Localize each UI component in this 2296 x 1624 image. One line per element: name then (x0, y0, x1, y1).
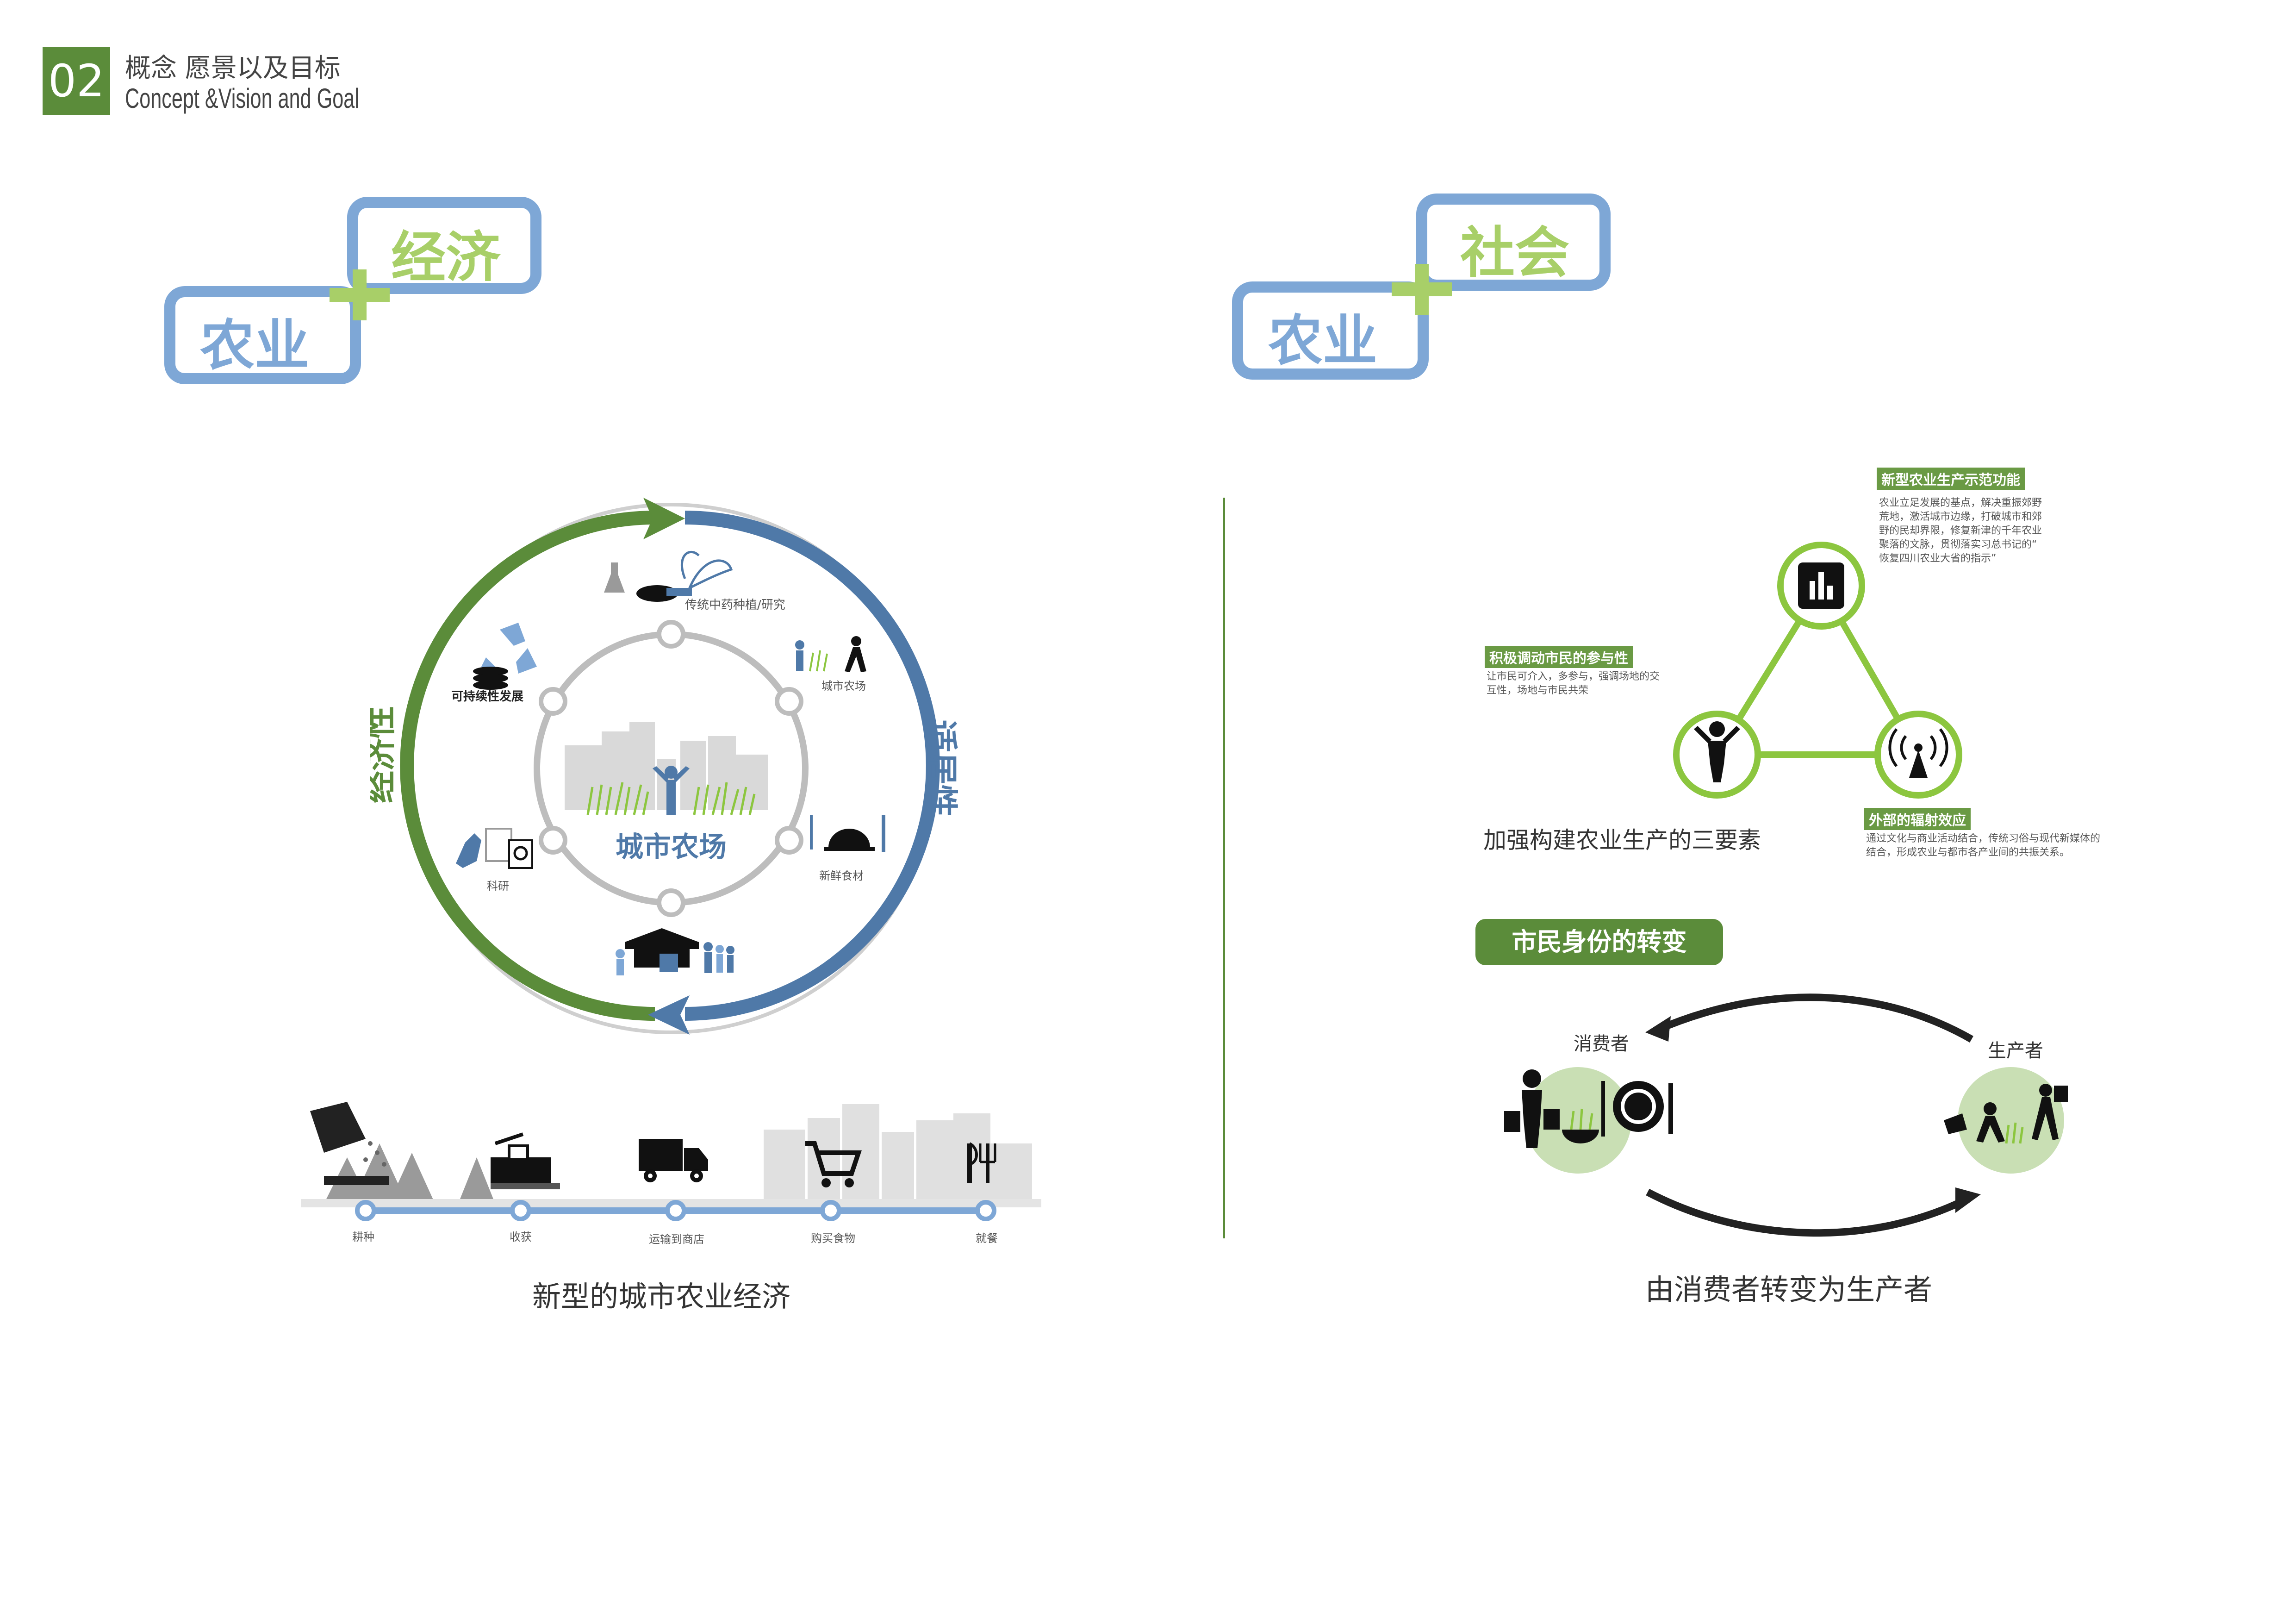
timeline-label: 耕种 (352, 1230, 374, 1243)
farmer-icon (653, 766, 690, 815)
green-arc (400, 511, 655, 1021)
timeline-label: 购买食物 (811, 1232, 855, 1245)
ring-node (657, 888, 685, 917)
urban-farm-worker-icon (795, 636, 866, 672)
consumer-producer-diagram: 消费者 生产者 (1504, 993, 2068, 1237)
tree-icon (324, 1143, 495, 1204)
panel-divider (1223, 498, 1225, 1238)
herb-research-icon (604, 550, 733, 602)
urban-farm-cycle-diagram: 传统中药种植/研究 城市农场 新鲜食材 可持续性发展 科研 城市农场 经济性 适… (370, 498, 960, 1035)
left-arc-label: 经济性 (370, 706, 399, 803)
center-label: 城市农场 (616, 831, 727, 863)
desc-line: 通过文化与商业活动结合，传统习俗与现代新媒体的 (1866, 833, 2101, 844)
agriculture-box-right (1232, 281, 1429, 380)
signal-icon (1888, 728, 1948, 778)
plus-horizontal-right (1392, 282, 1452, 296)
harvester-icon (491, 1132, 560, 1189)
blue-arc (684, 511, 940, 1021)
timeline-node (820, 1200, 841, 1221)
ring-node (657, 620, 685, 649)
shopper-icon (1504, 1069, 1560, 1148)
producer-label: 生产者 (1988, 1040, 2043, 1062)
timeline-node (355, 1200, 376, 1221)
ring-node (539, 826, 567, 855)
desc-line: 荒地，激活城市边缘，打破城市和郊 (1879, 511, 2042, 523)
blue-arrowhead (648, 995, 690, 1035)
sowing-icon (310, 1102, 389, 1185)
arrow-to-producer (1646, 1188, 1969, 1237)
producer-circle (1958, 1067, 2064, 1174)
meal-icon (1562, 1081, 1673, 1143)
desc-line: 农业立足发展的基点，解决重振郊野 (1879, 497, 2042, 509)
left-element-title: 积极调动市民的参与性 (1485, 646, 1633, 668)
left-element-desc: 让市民可介入，多参与，强调场地的交 互性，场地与市民共荣 (1487, 670, 1699, 698)
three-elements-triangle (1673, 542, 1962, 799)
cart-icon (805, 1141, 862, 1187)
right-arc-label: 适居性 (922, 720, 960, 817)
triangle-caption: 加强构建农业生产的三要素 (1483, 827, 1761, 854)
timeline-node (665, 1200, 686, 1221)
arrow-to-consumer (1655, 993, 1973, 1043)
economy-label: 经济 (391, 225, 501, 289)
agriculture-label-right: 农业 (1268, 309, 1378, 373)
cutlery-icon (967, 1142, 996, 1183)
node-label-fresh-food: 新鲜食材 (819, 869, 864, 882)
bar-chart-icon (1798, 562, 1844, 609)
right-element-title: 外部的辐射效应 (1864, 808, 1971, 830)
agriculture-label: 农业 (200, 313, 310, 377)
timeline-label: 运输到商店 (649, 1233, 704, 1246)
arrowhead-producer (1955, 1187, 1981, 1213)
timeline-node (510, 1200, 531, 1221)
timeline-skyline (764, 1104, 1032, 1204)
desc-line: 野的民却界限，修复新津的千年农业 (1879, 525, 2042, 537)
ring-node (539, 687, 567, 716)
left-caption: 新型的城市农业经济 (532, 1280, 791, 1313)
desc-line: 让市民可介入，多参与，强调场地的交 (1487, 671, 1660, 682)
research-icon (456, 828, 533, 869)
ring-node (775, 687, 803, 716)
arrowhead-consumer (1645, 1016, 1671, 1042)
green-arrowhead (643, 498, 685, 539)
food-chain-timeline: 耕种 收获 运输到商店 购买食物 就餐 (301, 1102, 1041, 1246)
node-label-sustainability: 可持续性发展 (451, 689, 523, 704)
section-number-badge: 02 (43, 47, 110, 115)
plus-horizontal (330, 288, 390, 302)
market-barn-icon (616, 928, 734, 975)
timeline-label: 收获 (510, 1230, 532, 1243)
ring-node (775, 826, 803, 855)
producer-farmer-icon (1944, 1084, 2068, 1144)
person-icon (1694, 721, 1740, 782)
node-label-herb: 传统中药种植/研究 (685, 598, 785, 612)
section-title-en: Concept &Vision and Goal (125, 83, 359, 114)
consumer-circle (1525, 1067, 1631, 1174)
top-element-desc: 农业立足发展的基点，解决重振郊野 荒地，激活城市边缘，打破城市和郊 野的民却界限… (1879, 496, 2073, 566)
society-label: 社会 (1460, 221, 1570, 285)
truck-icon (639, 1139, 708, 1182)
desc-line: 恢复四川农业大省的指示” (1879, 553, 1997, 564)
agriculture-box (164, 286, 361, 384)
triangle-edges (1711, 579, 1924, 758)
section-title-cn: 概念 愿景以及目标 (125, 53, 341, 83)
fresh-food-icon (810, 815, 885, 852)
sustainability-icon (473, 623, 537, 690)
crops-icon (586, 782, 756, 815)
timeline-label: 就餐 (976, 1232, 998, 1245)
node-label-urban-farm: 城市农场 (821, 680, 866, 693)
node-label-research: 科研 (487, 880, 509, 893)
desc-line: 互性，场地与市民共荣 (1487, 685, 1589, 696)
timeline-node (975, 1200, 996, 1221)
desc-line: 聚落的文脉，贯彻落实习总书记的“ (1879, 539, 2037, 550)
consumer-label: 消费者 (1574, 1033, 1629, 1055)
identity-shift-pill: 市民身份的转变 (1475, 919, 1723, 965)
desc-line: 结合，形成农业与都市各产业间的共振关系。 (1866, 847, 2070, 858)
right-element-desc: 通过文化与商业活动结合，传统习俗与现代新媒体的 结合，形成农业与都市各产业间的共… (1866, 832, 2144, 860)
top-element-title: 新型农业生产示范功能 (1877, 468, 2025, 490)
right-caption: 由消费者转变为生产者 (1645, 1273, 1933, 1306)
